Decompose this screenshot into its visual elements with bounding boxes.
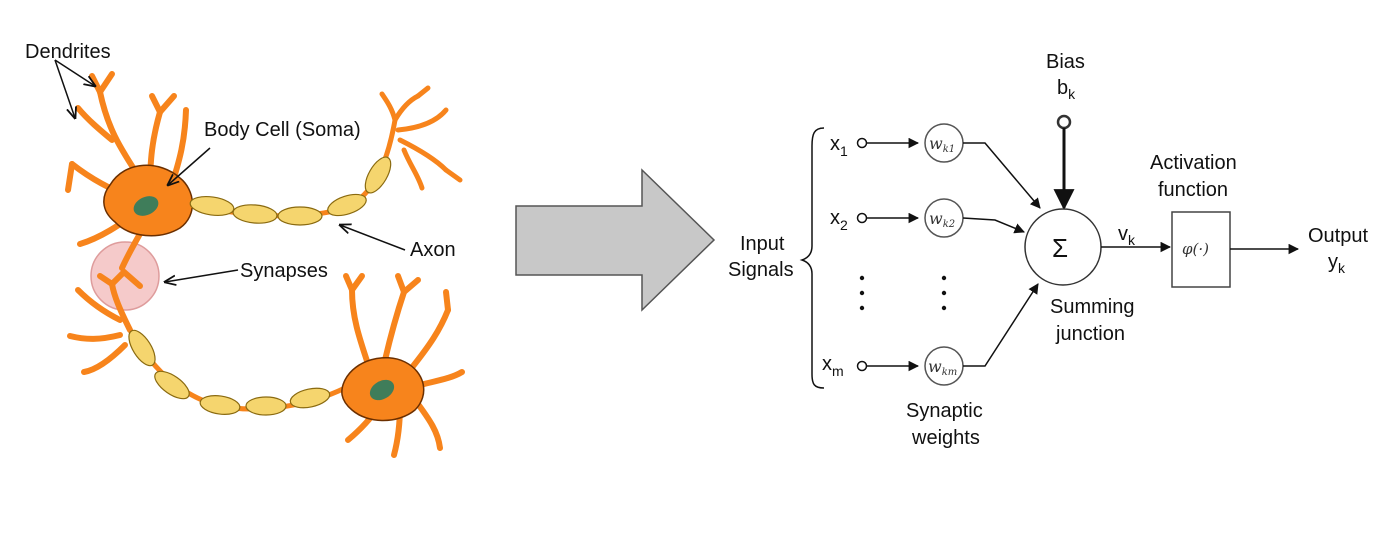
edge-wk1-sum (963, 142, 1041, 209)
axon-label: Axon (410, 239, 456, 261)
svg-text:xm: xm (822, 353, 844, 379)
bias-label: Bias (1046, 51, 1085, 73)
activation-line2: function (1158, 179, 1228, 201)
svg-text:x2: x2 (830, 207, 848, 233)
phi-symbol: φ(·) (1182, 240, 1209, 258)
weight-ellipsis (941, 275, 947, 311)
soma-pointer (168, 147, 211, 185)
synaptic-line2: weights (911, 427, 980, 449)
synaptic-line1: Synaptic (906, 400, 983, 422)
svg-text:wk1: wk1 (929, 134, 955, 155)
edge-wkm-sum (963, 283, 1039, 367)
summing-line1: Summing (1050, 296, 1134, 318)
bias-node (1056, 114, 1072, 130)
upper-nucleus (133, 196, 159, 216)
input-x2: x2 (830, 207, 920, 233)
activation-line1: Activation (1150, 152, 1237, 174)
input-signals-line2: Signals (728, 259, 794, 281)
input-brace (799, 127, 825, 389)
weight-wkm: wkm (924, 346, 964, 386)
bias-symbol: bk (1057, 77, 1076, 102)
artificial-neuron: Input Signals x1 x2 xm wk1 (728, 51, 1368, 449)
lower-nucleus (369, 379, 395, 401)
input-x1: x1 (830, 133, 920, 159)
upper-axon-terminal (379, 85, 463, 191)
biological-neuron: Dendrites Body Cell (Soma) Axon Synapses (25, 41, 465, 458)
lower-neuron-dendrites (67, 269, 143, 375)
v-label: vk (1118, 223, 1136, 248)
sum-symbol: Σ (1052, 233, 1068, 263)
dendrites-pointer-1 (54, 59, 95, 86)
activation-box (1171, 211, 1231, 288)
input-signals-line1: Input (740, 233, 785, 255)
synapses-label: Synapses (240, 260, 328, 282)
output-label: Output (1308, 225, 1368, 247)
axon-pointer (340, 225, 406, 251)
edge-wk2-sum (962, 217, 1025, 234)
svg-text:x1: x1 (830, 133, 848, 159)
soma-label: Body Cell (Soma) (204, 119, 361, 141)
input-ellipsis (859, 275, 865, 311)
svg-text:wkm: wkm (928, 357, 957, 378)
svg-text:wk2: wk2 (929, 209, 955, 230)
upper-axon (189, 119, 398, 226)
synapses-pointer (165, 269, 239, 282)
transform-arrow (515, 168, 716, 312)
summing-line2: junction (1055, 323, 1125, 345)
weight-wk1: wk1 (924, 123, 964, 163)
weight-wk2: wk2 (924, 198, 964, 238)
dendrites-label: Dendrites (25, 41, 111, 63)
input-xm: xm (822, 353, 920, 379)
lower-axon (127, 328, 347, 416)
dendrites-pointer-2 (54, 59, 75, 118)
output-symbol: yk (1328, 251, 1346, 276)
